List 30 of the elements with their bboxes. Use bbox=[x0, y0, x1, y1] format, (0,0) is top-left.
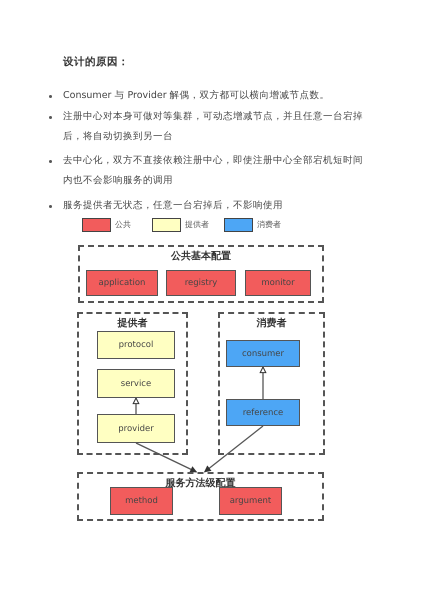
heading: 设计的原因： bbox=[63, 55, 129, 69]
legend-label: 提供者 bbox=[185, 219, 209, 231]
arrow bbox=[132, 397, 140, 414]
bullet-text: Consumer 与 Provider 解偶，双方都可以横向增减节点数。 bbox=[63, 89, 331, 103]
dashed-group-box bbox=[78, 245, 324, 303]
bullet-text: 去中心化，双方不直接依赖注册中心，即使注册中心全部宕机短时间内也不会影响服务的调用 bbox=[63, 154, 364, 188]
group-title: 服务方法级配置 bbox=[166, 476, 236, 490]
config-box: registry bbox=[166, 270, 236, 296]
bullet-text: 注册中心对本身可做对等集群，可动态增减节点，并且任意一台宕掉后，将自动切换到另一台 bbox=[63, 110, 364, 144]
group-title: 提供者 bbox=[118, 316, 148, 330]
group-title: 消费者 bbox=[256, 316, 286, 330]
config-box: consumer bbox=[226, 340, 300, 367]
dashed-group-box bbox=[77, 312, 188, 455]
arrow bbox=[260, 366, 266, 399]
config-box: service bbox=[97, 369, 175, 398]
group-title: 公共基本配置 bbox=[171, 250, 231, 263]
config-box: monitor bbox=[245, 270, 311, 296]
arrow bbox=[204, 425, 264, 473]
legend-label: 公共 bbox=[115, 219, 131, 231]
config-box: reference bbox=[226, 399, 300, 426]
config-box: application bbox=[86, 270, 158, 296]
arrow bbox=[136, 442, 198, 473]
legend-label: 消费者 bbox=[257, 219, 281, 231]
dashed-group-box bbox=[218, 312, 325, 455]
config-box: provider bbox=[97, 414, 175, 443]
config-box: method bbox=[110, 487, 173, 515]
bullet-text: 服务提供者无状态，任意一台宕掉后，不影响使用 bbox=[63, 199, 284, 213]
config-box: protocol bbox=[97, 331, 175, 359]
config-box: argument bbox=[219, 487, 282, 515]
dashed-group-box bbox=[77, 472, 324, 521]
